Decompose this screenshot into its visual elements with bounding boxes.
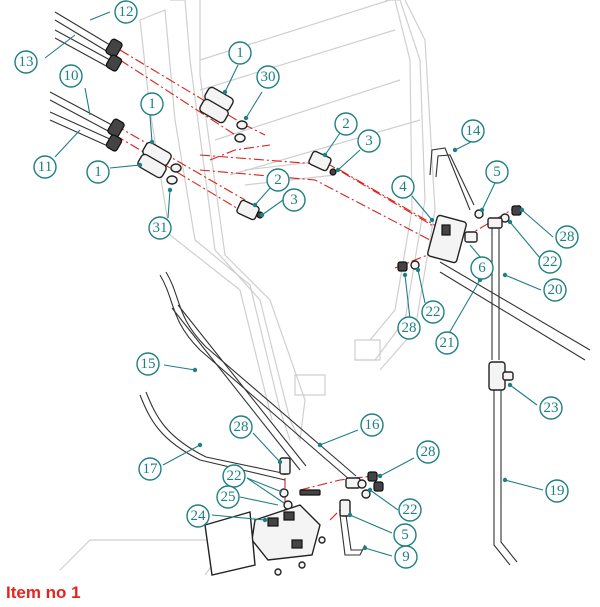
svg-text:13: 13 [19, 54, 34, 70]
svg-text:5: 5 [493, 164, 501, 180]
svg-text:28: 28 [402, 320, 417, 336]
callout-24: 24 [186, 504, 210, 528]
callout-15: 15 [136, 352, 160, 376]
callout-3: 3 [282, 188, 306, 212]
chassis-frame [59, 0, 436, 576]
callout-23: 23 [539, 396, 563, 420]
svg-text:17: 17 [143, 461, 159, 477]
svg-text:2: 2 [342, 116, 350, 132]
svg-text:3: 3 [365, 133, 373, 149]
callout-28: 28 [397, 316, 421, 340]
callout-3: 3 [357, 129, 381, 153]
callout-1: 1 [228, 41, 252, 65]
svg-text:28: 28 [560, 229, 575, 245]
callout-22: 22 [398, 498, 422, 522]
leader-arrowheads [137, 89, 525, 551]
callout-10: 10 [59, 64, 83, 88]
svg-text:14: 14 [466, 123, 482, 139]
callout-21: 21 [435, 331, 459, 355]
callout-30: 30 [256, 65, 280, 89]
svg-text:11: 11 [38, 159, 52, 175]
fittings [105, 38, 522, 576]
callout-20: 20 [543, 278, 567, 302]
svg-text:22: 22 [403, 502, 418, 518]
svg-text:19: 19 [550, 483, 565, 499]
callouts: 12 13 10 11 1 30 1 1 31 2 3 2 3 14 4 5 2… [14, 0, 579, 569]
svg-text:1: 1 [148, 96, 156, 112]
callout-17: 17 [138, 457, 162, 481]
callout-5: 5 [393, 523, 417, 547]
callout-25: 25 [216, 485, 240, 509]
callout-28: 28 [229, 415, 253, 439]
svg-text:9: 9 [402, 549, 410, 565]
svg-text:15: 15 [141, 356, 156, 372]
callout-19: 19 [545, 479, 569, 503]
svg-text:12: 12 [119, 4, 134, 20]
svg-text:22: 22 [426, 304, 441, 320]
callout-13: 13 [14, 50, 38, 74]
callout-16: 16 [360, 413, 384, 437]
svg-text:30: 30 [261, 69, 276, 85]
callout-1: 1 [86, 160, 110, 184]
svg-text:1: 1 [236, 45, 244, 61]
callout-12: 12 [114, 0, 138, 24]
hydraulic-hoses [49, 11, 591, 566]
svg-text:28: 28 [234, 419, 249, 435]
svg-text:22: 22 [543, 254, 558, 270]
callout-5: 5 [485, 160, 509, 184]
svg-text:16: 16 [365, 417, 381, 433]
callout-22: 22 [222, 464, 246, 488]
callout-11: 11 [33, 155, 57, 179]
callout-1: 1 [140, 92, 164, 116]
svg-text:4: 4 [399, 179, 407, 195]
callout-9: 9 [394, 545, 418, 569]
item-caption: Item no 1 [6, 583, 81, 602]
svg-text:6: 6 [478, 260, 486, 276]
callout-6: 6 [470, 256, 494, 280]
callout-4: 4 [391, 175, 415, 199]
svg-text:20: 20 [548, 282, 563, 298]
svg-text:22: 22 [227, 468, 242, 484]
svg-text:2: 2 [274, 172, 282, 188]
svg-text:24: 24 [191, 508, 207, 524]
svg-text:28: 28 [421, 444, 436, 460]
svg-text:1: 1 [94, 164, 102, 180]
callout-22: 22 [538, 250, 562, 274]
callout-22: 22 [421, 300, 445, 324]
callout-28: 28 [416, 440, 440, 464]
callout-14: 14 [461, 119, 485, 143]
svg-text:10: 10 [64, 68, 79, 84]
diagram-canvas: 12 13 10 11 1 30 1 1 31 2 3 2 3 14 4 5 2… [14, 0, 591, 576]
svg-text:21: 21 [440, 335, 455, 351]
assembly-centerlines [114, 49, 521, 521]
svg-text:5: 5 [401, 527, 409, 543]
svg-text:25: 25 [221, 489, 236, 505]
callout-28: 28 [555, 225, 579, 249]
leader-lines [44, 11, 554, 557]
svg-text:31: 31 [153, 220, 168, 236]
svg-text:3: 3 [290, 192, 298, 208]
callout-31: 31 [148, 216, 172, 240]
svg-text:23: 23 [544, 400, 559, 416]
callout-2: 2 [266, 168, 290, 192]
callout-2: 2 [334, 112, 358, 136]
